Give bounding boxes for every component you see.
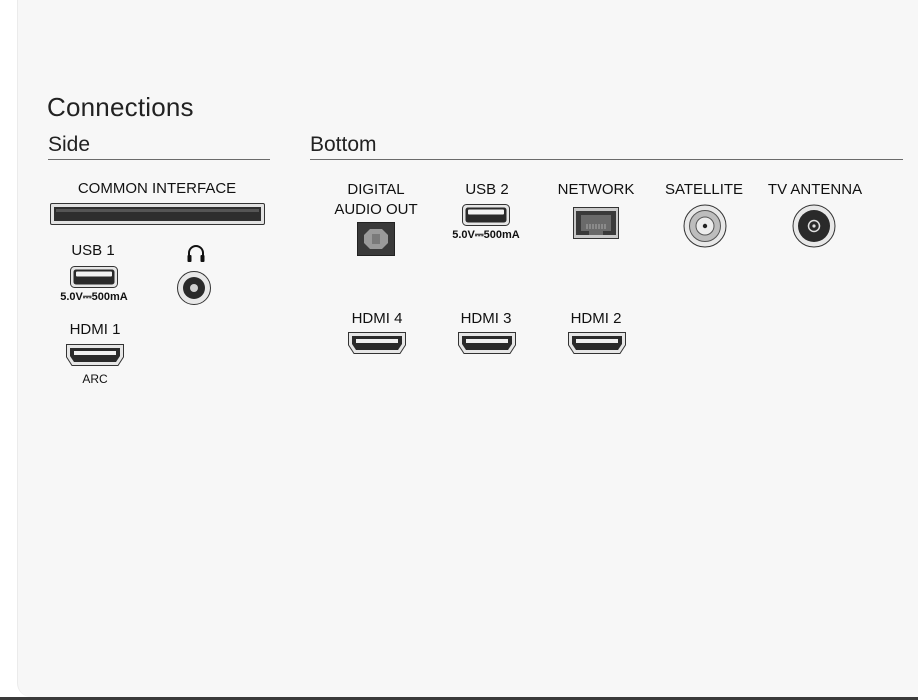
network-label: NETWORK [557, 181, 635, 198]
tv-antenna-label: TV ANTENNA [767, 181, 863, 198]
usb1-power-label: 5.0V⎓500mA [60, 291, 128, 303]
hdmi1-label: HDMI 1 [69, 321, 121, 338]
hdmi1-arc-label: ARC [82, 372, 108, 386]
hdmi-port-icon [66, 344, 124, 366]
optical-port-icon [357, 222, 395, 256]
hdmi-port-icon [568, 332, 626, 354]
side-underline [48, 159, 270, 160]
common-interface-label: COMMON INTERFACE [77, 180, 237, 197]
usb2-power-label: 5.0V⎓500mA [452, 229, 520, 241]
usb2-label: USB 2 [465, 181, 509, 198]
usb-port-icon [462, 204, 510, 226]
digital-audio-out-label-line1: DIGITAL [347, 181, 405, 198]
hdmi3-label: HDMI 3 [460, 310, 512, 327]
hdmi2-label: HDMI 2 [570, 310, 622, 327]
section-side-heading: Side [48, 133, 91, 156]
digital-audio-out-label-line2: AUDIO OUT [334, 201, 418, 218]
bottom-underline [310, 159, 903, 160]
common-interface-slot-icon [50, 203, 265, 225]
headphone-icon [185, 243, 207, 265]
page-title: Connections [47, 92, 194, 122]
section-bottom-heading: Bottom [310, 133, 377, 156]
coax-port-icon [792, 204, 836, 248]
satellite-label: SATELLITE [664, 181, 744, 198]
ethernet-port-icon [573, 207, 619, 239]
audio-jack-icon [176, 270, 212, 306]
bottom-divider [0, 697, 918, 700]
coax-port-icon [683, 204, 727, 248]
hdmi-port-icon [348, 332, 406, 354]
usb1-label: USB 1 [71, 242, 115, 259]
usb-port-icon [70, 266, 118, 288]
hdmi-port-icon [458, 332, 516, 354]
hdmi4-label: HDMI 4 [351, 310, 403, 327]
